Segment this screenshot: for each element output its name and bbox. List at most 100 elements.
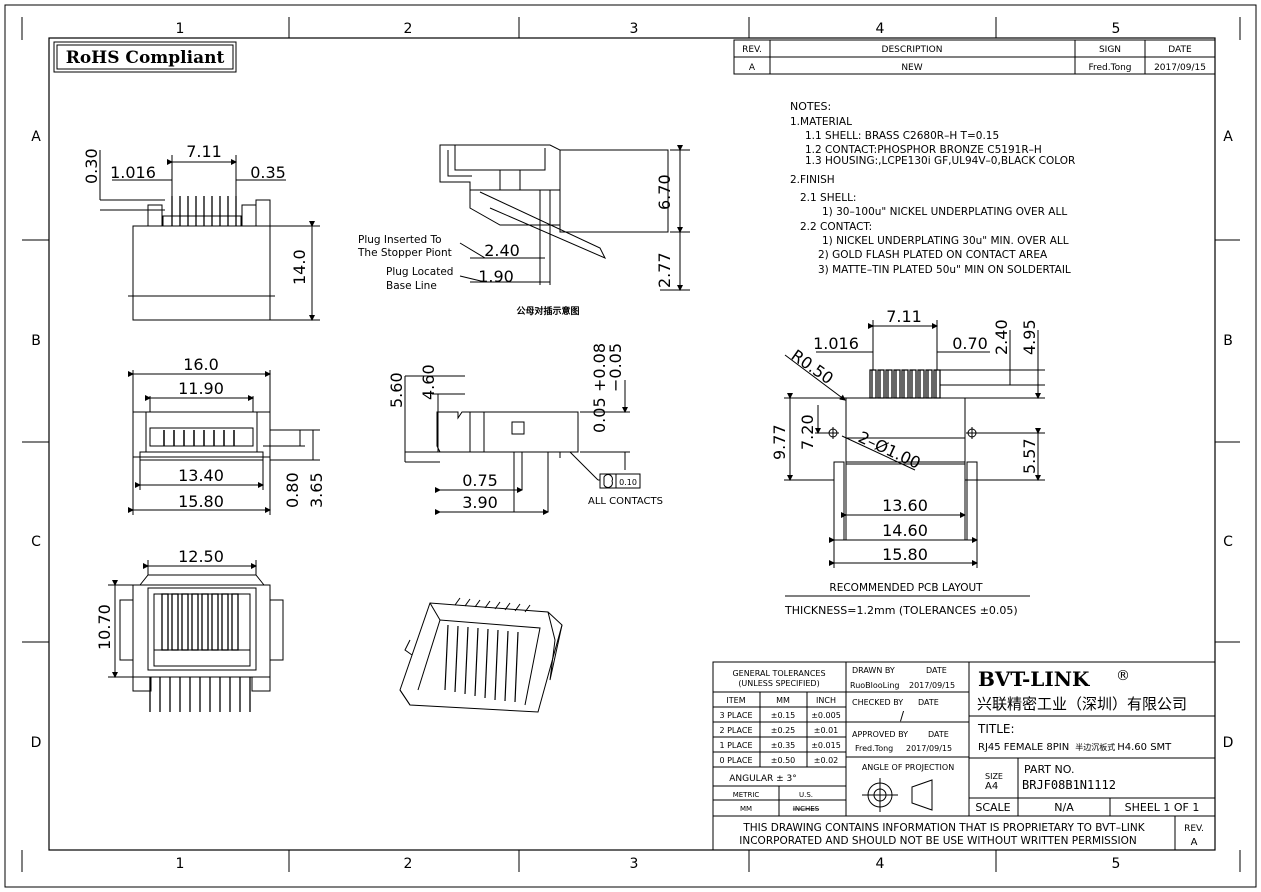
proprietary-notice-line-2: INCORPORATED AND SHOULD NOT BE USE WITHO…: [739, 835, 1136, 847]
dim-0-80: 0.80: [283, 472, 302, 508]
top-front-view: [99, 150, 320, 321]
drawn-date: 2017/09/15: [909, 681, 955, 690]
note-line: 1.2 CONTACT:PHOSPHOR BRONZE C5191R–H: [805, 144, 1042, 156]
note-line: 2) GOLD FLASH PLATED ON CONTACT AREA: [818, 249, 1048, 261]
title-rev-value: A: [1191, 837, 1198, 848]
dim-14-0: 14.0: [290, 249, 309, 285]
plug-located-label-2: Base Line: [386, 280, 437, 292]
checked-mark: /: [900, 709, 905, 723]
drawn-by-name: RuoBlooLing: [850, 681, 900, 690]
zone-col-1-top: 1: [176, 21, 185, 37]
note-line: 1) NICKEL UNDERPLATING 30u" MIN. OVER AL…: [822, 235, 1069, 247]
dim-12-50: 12.50: [178, 547, 224, 566]
pcb-dim-2-40: 2.40: [992, 319, 1011, 355]
mm-label: MM: [740, 805, 752, 813]
size-label: SIZE: [985, 772, 1003, 781]
zone-row-d-right: D: [1223, 735, 1234, 751]
dim-0-05: 0.05: [590, 397, 609, 433]
part-title-main: RJ45 FEMALE 8PIN: [978, 742, 1069, 753]
angular-tolerance: ANGULAR ± 3°: [729, 774, 797, 784]
part-number: BRJF08B1N1112: [1022, 778, 1116, 792]
pcb-dim-9-77: 9.77: [770, 424, 789, 460]
zone-col-3-top: 3: [630, 21, 639, 37]
isometric-view: [399, 597, 563, 713]
dim-0-30: 0.30: [82, 148, 101, 184]
note-line: 1.MATERIAL: [790, 116, 852, 128]
tol-row-3-mm: ±0.15: [771, 711, 796, 720]
approved-date-label: DATE: [928, 730, 949, 739]
tol-row-1-place: 1 PLACE: [719, 741, 752, 750]
bottom-view: [128, 370, 320, 515]
scale-value: N/A: [1054, 801, 1074, 814]
zone-col-5-bottom: 5: [1112, 856, 1121, 872]
part-no-label: PART NO.: [1024, 763, 1074, 776]
dim-15-80: 15.80: [178, 492, 224, 511]
zone-col-3-bottom: 3: [630, 856, 639, 872]
tol-row-2-place: 2 PLACE: [719, 726, 752, 735]
note-line: 3) MATTE–TIN PLATED 50u" MIN ON SOLDERTA…: [818, 264, 1071, 276]
pcb-dim-14-60: 14.60: [882, 521, 928, 540]
title-rev-label: REV.: [1184, 824, 1204, 834]
note-line: 1.3 HOUSING:,LCPE130i GF,UL94V–0,BLACK C…: [805, 155, 1075, 167]
tol-row-2-inch: ±0.01: [814, 726, 839, 735]
company-chinese-name: 兴联精密工业（深圳）有限公司: [977, 695, 1187, 713]
dim-13-40: 13.40: [178, 466, 224, 485]
zone-col-5-top: 5: [1112, 21, 1121, 37]
plug-located-label: Plug Located: [386, 266, 453, 278]
side-profile-view: [404, 375, 641, 515]
description-value: NEW: [901, 63, 922, 73]
drawn-by-label: DRAWN BY: [852, 666, 895, 675]
dim-10-70: 10.70: [95, 604, 114, 650]
inches-label: INCHES: [793, 805, 820, 813]
tol-row-3-place: 3 PLACE: [719, 711, 752, 720]
us-label: U.S.: [799, 791, 813, 799]
tol-row-1-inch: ±0.015: [811, 741, 841, 750]
zone-row-c-left: C: [31, 534, 41, 550]
approved-by-name: Fred.Tong: [855, 744, 893, 753]
zone-row-b-right: B: [1223, 333, 1233, 349]
note-line: 2.1 SHELL:: [800, 192, 856, 204]
zone-ticks: [21, 17, 1241, 872]
pcb-dim-1-016: 1.016: [813, 334, 859, 353]
note-line: 1) 30–100u" NICKEL UNDERPLATING OVER ALL: [822, 206, 1067, 218]
pcb-thickness: THICKNESS=1.2mm (TOLERANCES ±0.05): [784, 604, 1018, 617]
zone-col-1-bottom: 1: [176, 856, 185, 872]
tolerance-plus: +0.08: [590, 343, 609, 392]
sheet-number: SHEEL 1 OF 1: [1125, 801, 1200, 814]
metric-label: METRIC: [733, 791, 760, 799]
pcb-dim-5-57: 5.57: [1020, 438, 1039, 474]
tol-row-0-place: 0 PLACE: [719, 756, 752, 765]
dim-2-77: 2.77: [655, 252, 674, 288]
mating-caption: 公母对插示意图: [516, 305, 579, 317]
tol-row-0-mm: ±0.50: [771, 756, 796, 765]
pcb-dim-4-95: 4.95: [1020, 319, 1039, 355]
pcb-hole-diameter: 2–Ø1.00: [855, 427, 923, 472]
plug-inserted-label-2: The Stopper Piont: [357, 247, 452, 259]
dim-16-0: 16.0: [183, 355, 219, 374]
note-line: 2.FINISH: [790, 174, 835, 186]
pcb-dim-0-70: 0.70: [952, 334, 988, 353]
rohs-label: RoHS Compliant: [66, 48, 225, 68]
gen-tol-subtitle: (UNLESS SPECIFIED): [738, 679, 819, 688]
tol-row-3-inch: ±0.005: [811, 711, 841, 720]
dim-1-90: 1.90: [478, 267, 514, 286]
note-line: 2.2 CONTACT:: [800, 221, 872, 233]
side-plug-view: [439, 144, 690, 291]
approved-date: 2017/09/15: [906, 744, 952, 753]
zone-col-2-bottom: 2: [404, 856, 413, 872]
angle-projection-label: ANGLE OF PROJECTION: [862, 763, 954, 772]
scale-label: SCALE: [975, 801, 1010, 814]
note-line: 1.1 SHELL: BRASS C2680R–H T=0.15: [805, 130, 999, 142]
dim-5-60: 5.60: [387, 372, 406, 408]
outer-border: [4, 4, 1257, 888]
pcb-dim-7-11: 7.11: [886, 307, 922, 326]
pcb-dim-7-20: 7.20: [798, 414, 817, 450]
proprietary-notice-line-1: THIS DRAWING CONTAINS INFORMATION THAT I…: [742, 822, 1145, 834]
company-logo-text: BVT-LINK: [978, 667, 1090, 691]
description-header: DESCRIPTION: [882, 45, 943, 55]
tol-header-mm: MM: [776, 696, 790, 705]
tol-row-0-inch: ±0.02: [814, 756, 839, 765]
dim-3-90: 3.90: [462, 493, 498, 512]
zone-row-a-left: A: [31, 129, 41, 145]
